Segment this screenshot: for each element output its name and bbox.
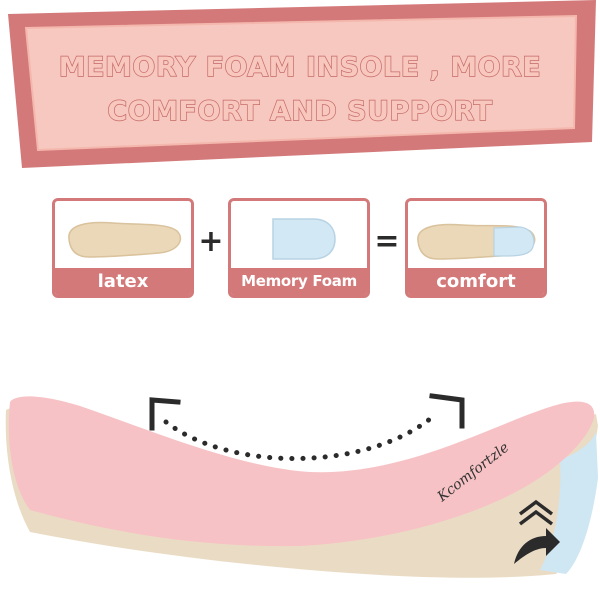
headline-text: MEMORY FOAM INSOLE , MORE COMFORT AND SU… <box>40 46 560 134</box>
equals-sign: = <box>374 224 400 259</box>
headline-line-2: COMFORT AND SUPPORT <box>107 95 493 127</box>
memory-foam-card: Memory Foam <box>228 198 370 298</box>
headline-banner: MEMORY FOAM INSOLE , MORE COMFORT AND SU… <box>0 0 600 180</box>
curved-up-arrow-icon <box>514 499 560 564</box>
comfort-card: comfort <box>405 198 547 298</box>
comfort-image <box>408 201 544 271</box>
memory-foam-label: Memory Foam <box>231 268 367 295</box>
dotted-arc-arrow-icon <box>149 393 465 461</box>
plus-sign: + <box>198 224 224 259</box>
insole-top-surface <box>8 396 595 547</box>
headline-line-1: MEMORY FOAM INSOLE , MORE <box>58 51 542 83</box>
memory-foam-image <box>231 201 367 271</box>
banner-frame <box>8 0 596 168</box>
latex-label: latex <box>55 268 191 295</box>
comfort-label: comfort <box>408 268 544 295</box>
latex-image <box>55 201 191 271</box>
curved-insole-illustration: Kcomfortzle <box>5 393 598 578</box>
latex-card: latex <box>52 198 194 298</box>
